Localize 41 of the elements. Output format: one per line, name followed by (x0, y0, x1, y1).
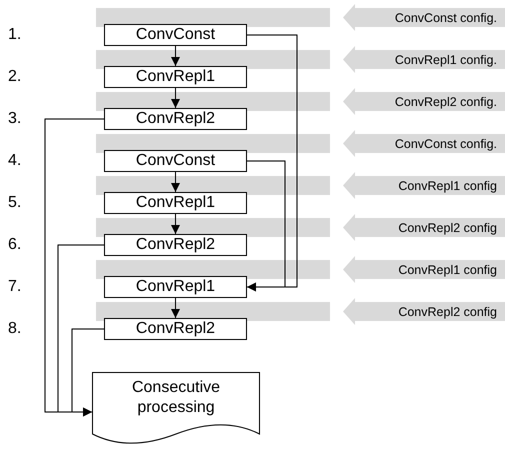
process-box: ConvRepl1 (104, 66, 247, 88)
arrow (246, 160, 286, 292)
config-tag (343, 256, 505, 283)
config-tag (343, 4, 505, 31)
process-box: ConvRepl2 (104, 234, 247, 256)
step-number: 4. (8, 152, 22, 170)
step-number: 2. (8, 68, 22, 86)
config-tag (343, 214, 505, 241)
arrow (171, 214, 180, 234)
process-box: ConvRepl2 (104, 318, 247, 340)
process-box: ConvRepl1 (104, 276, 247, 298)
config-label: ConvRepl2 config (398, 304, 497, 318)
process-box: ConvRepl2 (104, 108, 247, 130)
arrow (171, 172, 180, 192)
arrow (72, 328, 104, 416)
document-shape (92, 372, 260, 446)
arrow (171, 88, 180, 108)
config-tag (343, 298, 505, 325)
step-number: 5. (8, 194, 22, 212)
step-number: 3. (8, 110, 22, 128)
arrow (171, 46, 180, 66)
process-box: ConvRepl1 (104, 192, 247, 214)
config-tag (343, 46, 505, 73)
config-label: ConvRepl1 config (398, 262, 497, 276)
config-label: ConvRepl2 config (398, 220, 497, 234)
config-label: ConvConst config. (394, 136, 497, 150)
config-label: ConvRepl2 config. (394, 94, 497, 108)
process-box: ConvConst (104, 150, 247, 172)
step-number: 1. (8, 26, 22, 44)
config-tag (343, 88, 505, 115)
step-number: 6. (8, 236, 22, 254)
config-label: ConvConst config. (394, 10, 497, 24)
arrow (171, 298, 180, 318)
step-number: 8. (8, 320, 22, 338)
process-box: ConvConst (104, 24, 247, 46)
step-number: 7. (8, 278, 22, 296)
config-tag (343, 130, 505, 157)
document-label: Consecutive processing (130, 378, 222, 418)
config-tag (343, 172, 505, 199)
config-label: ConvRepl1 config. (394, 52, 497, 66)
config-label: ConvRepl1 config (398, 178, 497, 192)
